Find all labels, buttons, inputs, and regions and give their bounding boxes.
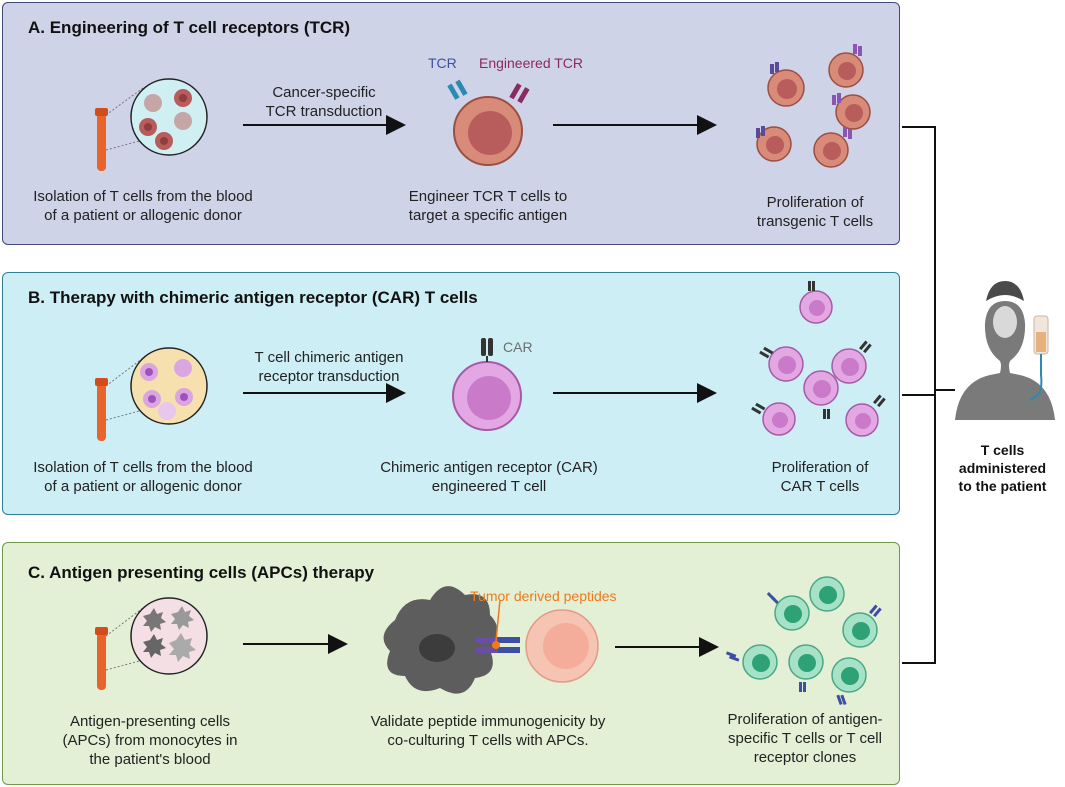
iv-bag-icon (1029, 315, 1049, 401)
panel-a-arrow-label: Cancer-specific TCR transduction (265, 84, 383, 120)
panel-a-proliferation-caption: Proliferation of transgenic T cells (756, 194, 874, 230)
panel-b-isolation-caption: Isolation of T cells from the blood of a… (33, 459, 253, 495)
tumor-peptides-tag: Tumor derived peptides (470, 588, 617, 604)
engineered-t-cell-icon (447, 79, 530, 166)
patient-icon (955, 281, 1055, 420)
tcr-tag: TCR (428, 55, 457, 71)
proliferating-tcr-cells-icon (756, 44, 871, 168)
proliferating-antigen-specific-cells-icon (725, 576, 882, 706)
proliferating-car-cells-icon (751, 281, 886, 437)
blood-tube-a-icon (95, 108, 108, 171)
panel-b-title: B. Therapy with chimeric antigen recepto… (28, 288, 478, 307)
panel-c-title: C. Antigen presenting cells (APCs) thera… (28, 563, 375, 582)
panel-b-arrow-label: T cell chimeric antigen receptor transdu… (254, 349, 404, 385)
apc-t-cell-synapse-icon (383, 586, 599, 694)
engineered-tcr-tag: Engineered TCR (479, 55, 584, 71)
car-t-cell-icon (452, 338, 522, 431)
blood-tube-b-icon (95, 378, 108, 441)
panel-b-proliferation-caption: Proliferation of CAR T cells (771, 459, 869, 495)
patient-label: T cells administered to the patient (958, 442, 1047, 494)
monocyte-sample-icon (130, 597, 208, 675)
panel-c-validate-caption: Validate peptide immunogenicity by co-cu… (370, 713, 606, 749)
blood-sample-b-icon (130, 347, 208, 425)
panel-a-isolation-caption: Isolation of T cells from the blood of a… (33, 188, 253, 224)
blood-tube-c-icon (95, 627, 108, 690)
blood-sample-a-icon (130, 78, 208, 156)
panel-b-engineer-caption: Chimeric antigen receptor (CAR) engineer… (380, 459, 598, 495)
panel-c-apcs-caption: Antigen-presenting cells (APCs) from mon… (62, 713, 238, 768)
panel-a-title: A. Engineering of T cell receptors (TCR) (28, 18, 351, 37)
panel-a-engineer-caption: Engineer TCR T cells to target a specifi… (408, 188, 568, 224)
panel-bracket-connector (902, 126, 955, 664)
panel-c-proliferation-caption: Proliferation of antigen- specific T cel… (727, 711, 883, 766)
car-tag: CAR (503, 339, 533, 355)
